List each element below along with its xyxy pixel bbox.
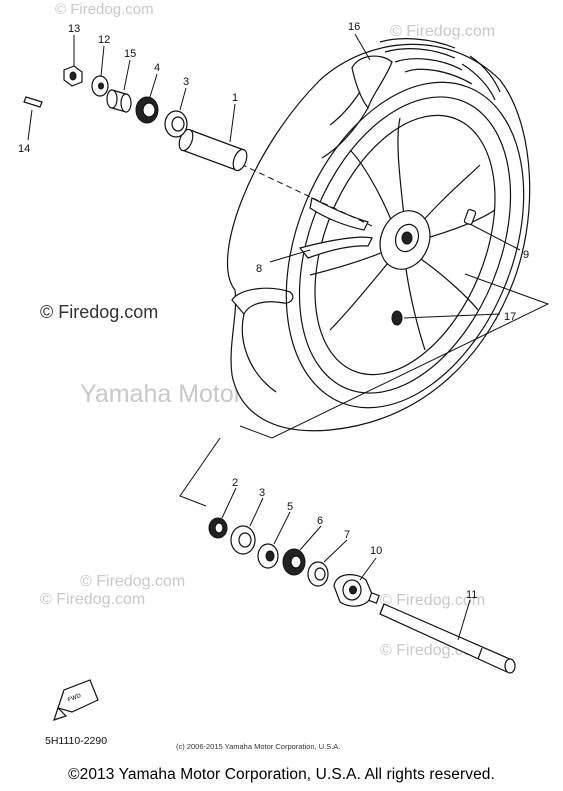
front-axle — [379, 603, 516, 674]
meter-gear-unit — [333, 574, 380, 607]
lower-bearing — [230, 525, 256, 555]
wheel-assembly — [226, 38, 531, 432]
cotter-pin — [23, 96, 43, 108]
callout-12: 12 — [98, 34, 110, 46]
bearing — [164, 110, 188, 138]
callout-numbers: 13 12 15 4 3 1 14 16 9 8 17 2 3 5 6 7 10… — [18, 21, 529, 601]
callout-6: 6 — [317, 515, 323, 527]
tire — [226, 43, 531, 432]
diagram-code: 5H1110-2290 — [45, 735, 107, 747]
callout-2: 2 — [232, 477, 238, 489]
callout-13: 13 — [68, 23, 80, 35]
callout-9: 9 — [523, 249, 529, 261]
callout-11: 11 — [466, 589, 477, 601]
watermark-firedog: © Firedog.com — [40, 591, 145, 608]
watermark-firedog: © Firedog.com — [40, 302, 158, 322]
watermark-firedog: © Firedog.com — [390, 23, 495, 40]
callout-14: 14 — [18, 143, 30, 155]
callout-16: 16 — [348, 21, 360, 33]
callout-7: 7 — [344, 529, 350, 541]
callout-5: 5 — [287, 501, 293, 513]
lower-oil-seal — [208, 517, 228, 539]
collar — [106, 89, 132, 113]
oil-seal — [135, 96, 159, 124]
washer — [91, 75, 109, 97]
watermark-firedog: © Firedog.com — [55, 1, 154, 18]
spacer-tube — [178, 128, 248, 172]
callout-4: 4 — [154, 62, 160, 74]
footer-copyright: ©2013 Yamaha Motor Corporation, U.S.A. A… — [68, 766, 495, 783]
watermark-firedog: © Firedog.com — [380, 592, 485, 609]
watermark-firedog: © Firedog.com — [80, 573, 185, 590]
callout-8: 8 — [256, 263, 262, 275]
leader-lines — [27, 33, 521, 641]
upper-parts — [23, 65, 248, 172]
front-direction-arrow-icon: FWD — [53, 679, 99, 721]
callout-1: 1 — [232, 92, 238, 104]
callout-10: 10 — [370, 545, 382, 557]
small-copyright: (c) 2006-2015 Yamaha Motor Corporation, … — [176, 742, 340, 751]
callout-3: 3 — [183, 76, 189, 88]
meter-clutch — [282, 548, 306, 576]
callout-17: 17 — [504, 311, 516, 323]
meter-drive-gear — [257, 543, 279, 569]
lower-washer — [307, 561, 329, 587]
axle-nut — [63, 65, 83, 87]
lower-parts — [179, 437, 516, 674]
fwd-label: FWD — [67, 693, 83, 704]
callout-3: 3 — [259, 487, 265, 499]
callout-15: 15 — [124, 48, 136, 60]
